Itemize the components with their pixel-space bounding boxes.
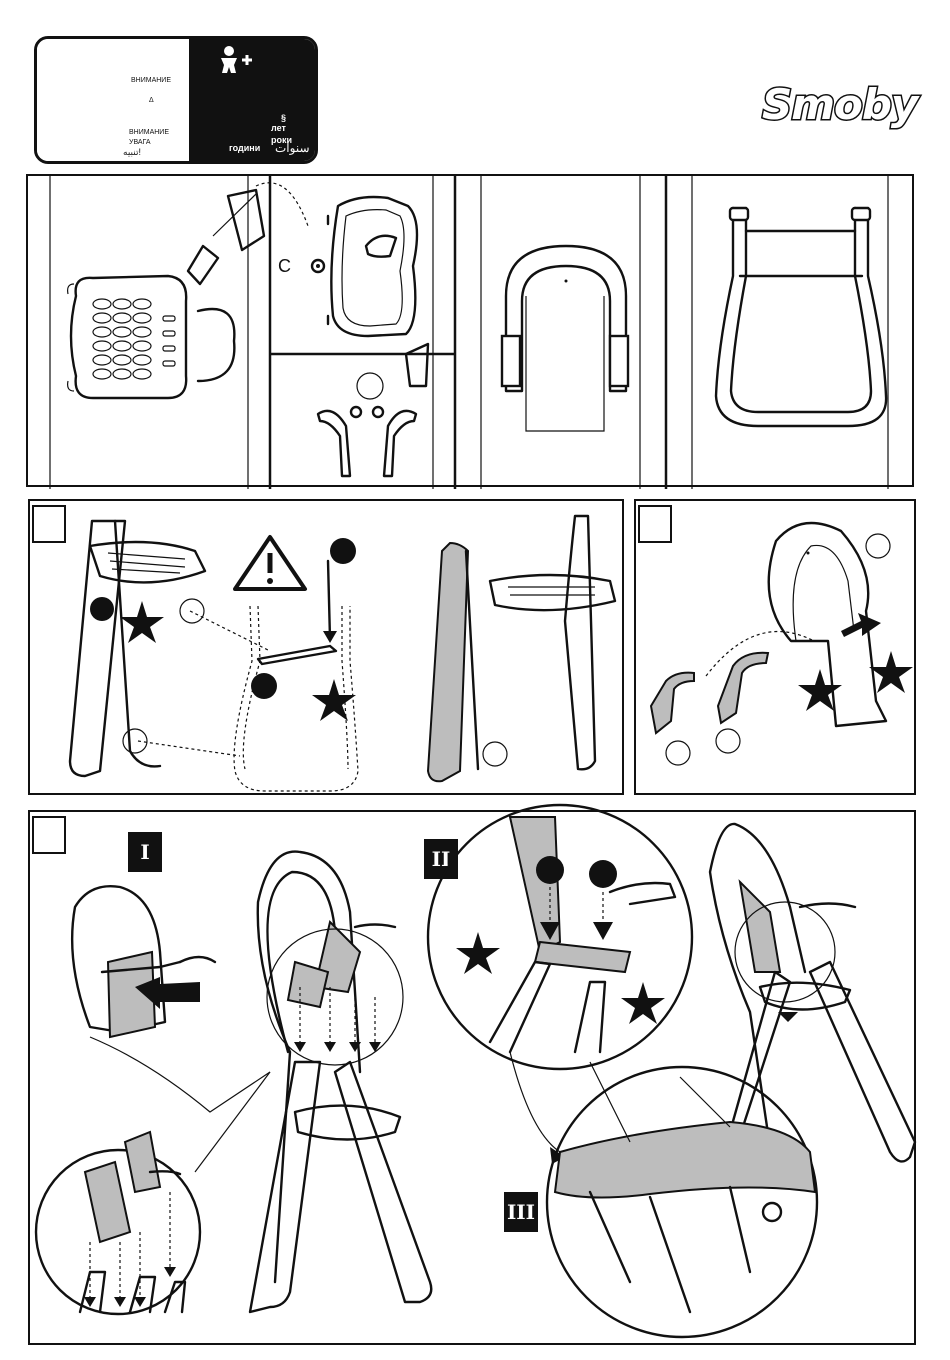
age-text-ru: лет xyxy=(271,123,286,133)
step-row-1-drawing xyxy=(28,176,916,489)
warning-box: ВНИМАНИЕ Δ ВНИМАНИЕ УВАГА تنبيه! § лет р… xyxy=(34,36,318,164)
chair-frame xyxy=(716,208,886,426)
warning-triangle-icon xyxy=(235,537,305,589)
warning-text-1: ВНИМАНИЕ xyxy=(131,77,171,85)
step-row-2-drawing xyxy=(30,501,626,797)
warning-right-panel: § лет роки години سنوات xyxy=(189,39,315,161)
warning-text-2: Δ xyxy=(149,97,154,105)
wheel-assembly xyxy=(318,344,428,476)
dashed-frame xyxy=(138,561,358,791)
seat-harness-drawing xyxy=(636,501,918,797)
chair-center-view xyxy=(250,852,431,1312)
warning-left-panel: ВНИМАНИЕ Δ ВНИМАНИЕ УВАГА تنبيه! xyxy=(37,39,189,161)
step-row-3-drawing xyxy=(30,812,918,1347)
step-row-2-left xyxy=(28,499,624,795)
seat-pad xyxy=(502,246,628,431)
step-row-1: C xyxy=(26,174,914,487)
callout-dot-a xyxy=(330,538,356,564)
age-symbol: § xyxy=(281,113,286,123)
tray-side-view xyxy=(312,197,417,336)
sub-label-c: C xyxy=(278,256,291,277)
zoom-detail-bottom-left xyxy=(36,1072,270,1314)
step-row-3: I II III xyxy=(28,810,916,1345)
brand-logo: Smoby xyxy=(762,80,917,129)
warning-text-5: تنبيه! xyxy=(123,148,141,156)
age-text-bg: години xyxy=(229,143,260,153)
zoom-detail-ii xyxy=(428,805,692,1164)
age-text-ar: سنوات xyxy=(275,143,310,153)
tray-top-view xyxy=(68,276,235,398)
chair-with-tray-left xyxy=(70,521,205,776)
zoom-detail-iii xyxy=(547,1062,817,1337)
chair-with-tray-right xyxy=(428,516,615,781)
child-plus-icon xyxy=(217,45,257,75)
step-row-2-right xyxy=(634,499,916,795)
warning-text-3: ВНИМАНИЕ xyxy=(129,129,169,137)
seat-insert-view xyxy=(72,886,270,1112)
warning-text-4: УВАГА xyxy=(129,139,151,147)
